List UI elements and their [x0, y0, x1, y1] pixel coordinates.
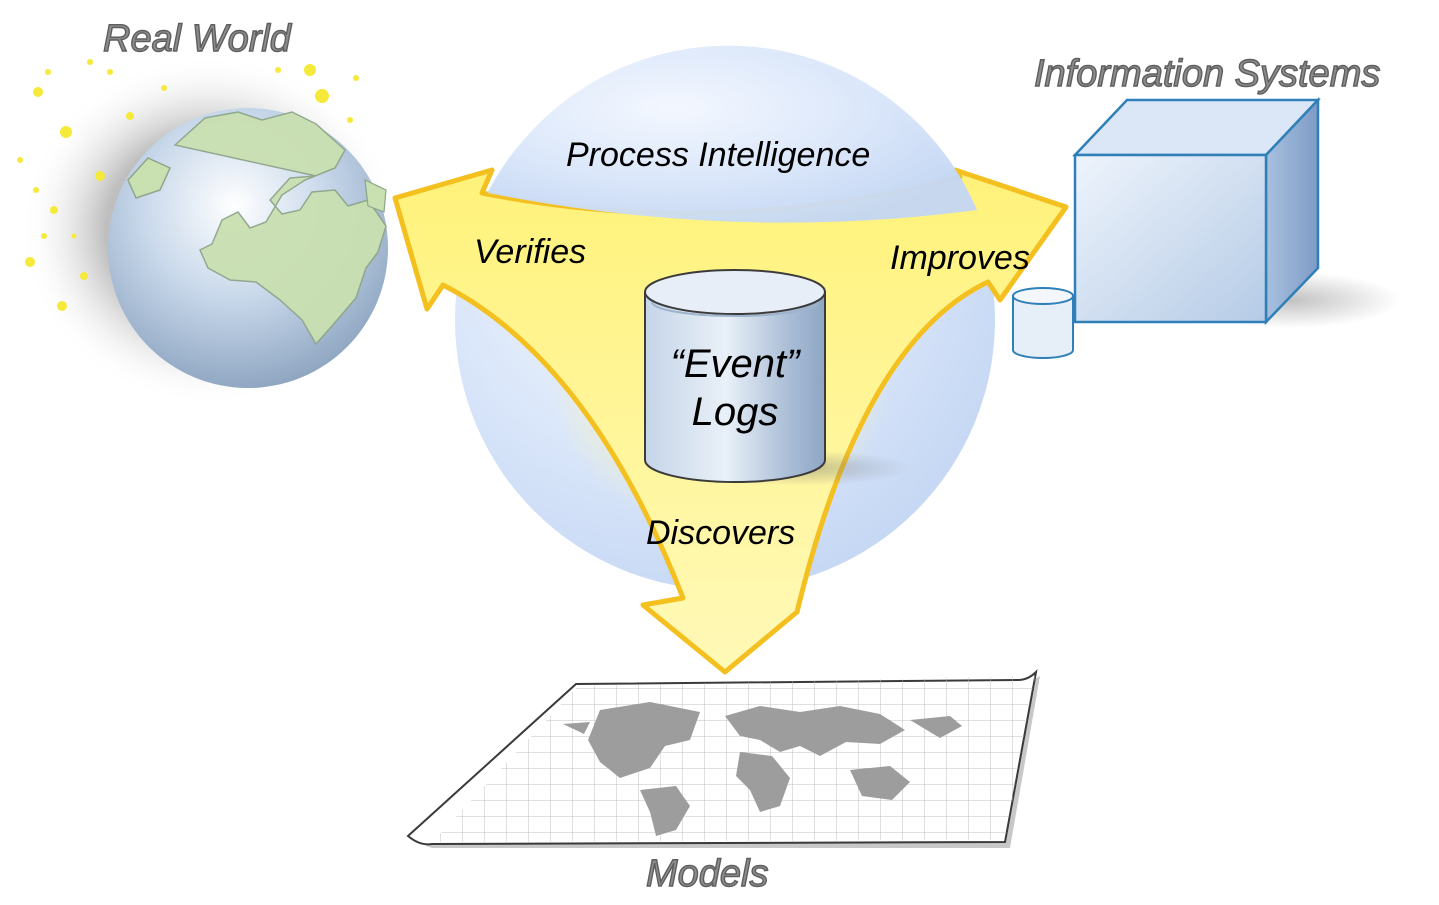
event-logs-label: “Event” Logs [635, 340, 835, 436]
information-systems-label: Information Systems [1033, 53, 1381, 95]
models-label: Models [645, 853, 769, 895]
verifies-label: Verifies [474, 233, 587, 271]
event-label-line1: “Event” [670, 342, 800, 386]
small-database-icon [1012, 287, 1074, 359]
event-logs-database-icon [644, 269, 910, 486]
discovers-label: Discovers [646, 514, 796, 552]
cube-icon [1072, 96, 1400, 328]
star-icon [17, 59, 359, 311]
globe-icon [20, 55, 400, 405]
event-label-line2: Logs [691, 390, 779, 434]
world-map-icon [406, 669, 1040, 848]
sphere-cap [488, 45, 977, 223]
real-world-label: Real World [102, 18, 291, 60]
improves-label: Improves [890, 239, 1030, 277]
process-intelligence-label: Process Intelligence [566, 136, 871, 174]
